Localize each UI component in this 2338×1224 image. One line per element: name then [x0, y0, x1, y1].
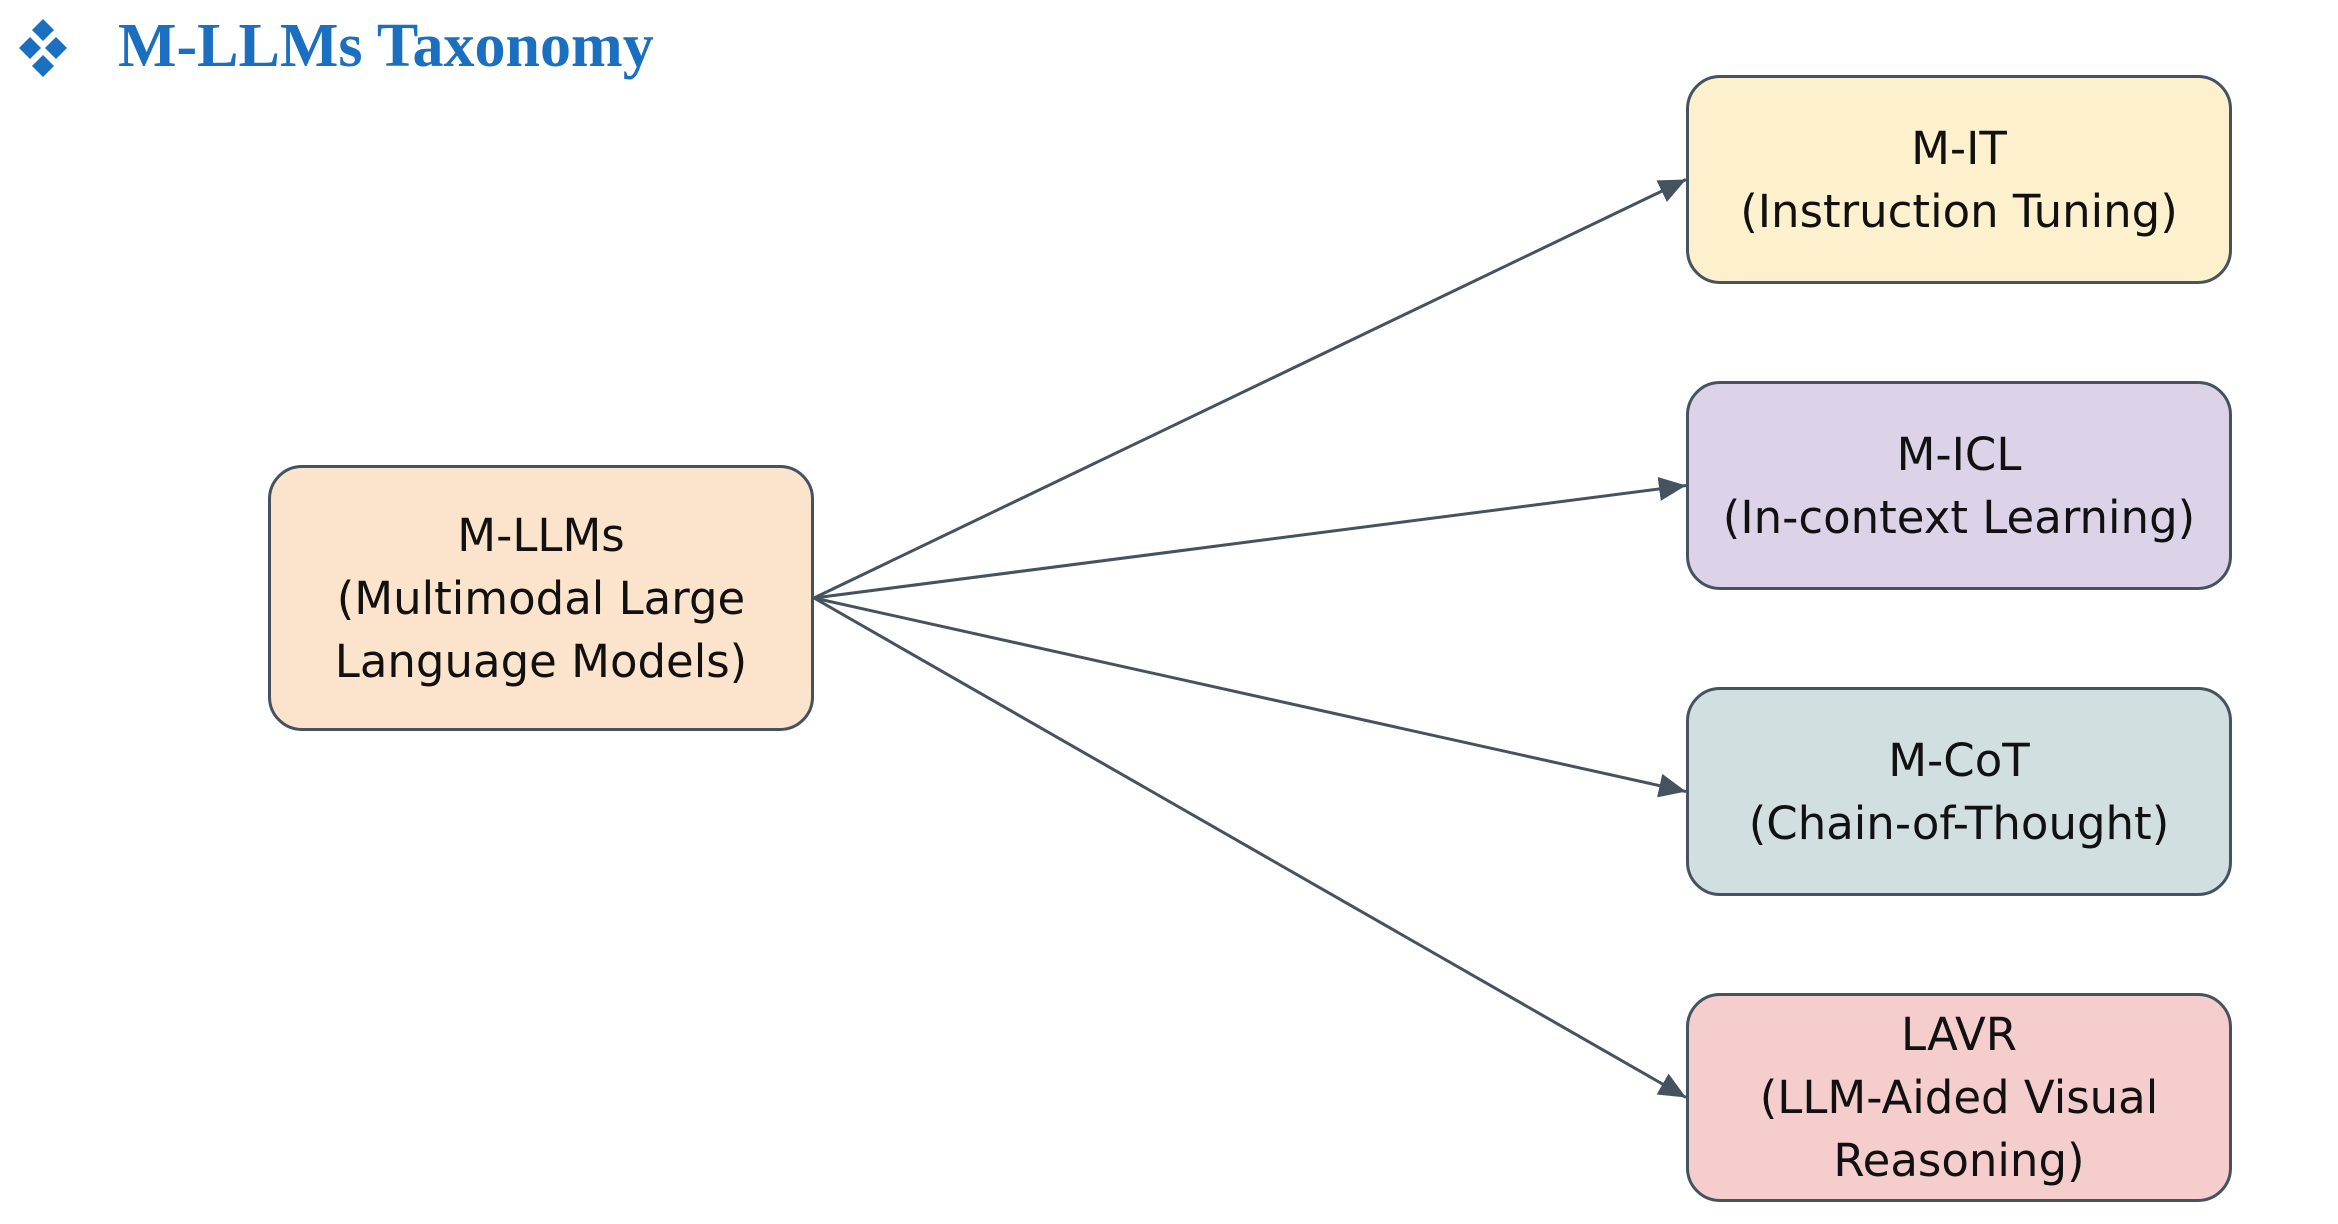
node-m-cot: M-CoT (Chain-of-Thought)	[1686, 687, 2232, 896]
node-m-icl: M-ICL (In-context Learning)	[1686, 381, 2232, 590]
node-m-it-line-2: (Instruction Tuning)	[1740, 184, 2178, 238]
node-lavr-line-1: LAVR	[1900, 1008, 2018, 1061]
node-m-cot-line-1: M-CoT	[1888, 733, 2030, 787]
page-title: M-LLMs Taxonomy	[118, 12, 654, 80]
node-m-llms: M-LLMs (Multimodal Large Language Models…	[268, 465, 814, 731]
node-m-it-line-1: M-IT	[1911, 121, 2007, 175]
node-lavr-line-2: (LLM-Aided Visual	[1759, 1071, 2159, 1124]
connector-arrow-lavr	[813, 596, 1687, 1099]
connector-arrow-m-it	[813, 178, 1687, 600]
node-m-icl-line-2: (In-context Learning)	[1722, 490, 2196, 544]
diamond-bullet-icon	[19, 19, 67, 77]
node-m-llms-line-3: Language Models)	[334, 634, 748, 688]
node-lavr-line-3: Reasoning)	[1833, 1134, 2085, 1187]
connector-arrow-m-cot	[813, 596, 1687, 798]
node-m-it: M-IT (Instruction Tuning)	[1686, 75, 2232, 284]
node-m-llms-line-2: (Multimodal Large	[336, 571, 746, 625]
node-m-cot-line-2: (Chain-of-Thought)	[1748, 796, 2170, 850]
node-lavr: LAVR (LLM-Aided Visual Reasoning)	[1686, 993, 2232, 1202]
node-m-llms-line-1: M-LLMs	[457, 508, 625, 562]
node-m-icl-line-1: M-ICL	[1896, 427, 2022, 481]
connector-arrow-m-icl	[813, 477, 1687, 600]
